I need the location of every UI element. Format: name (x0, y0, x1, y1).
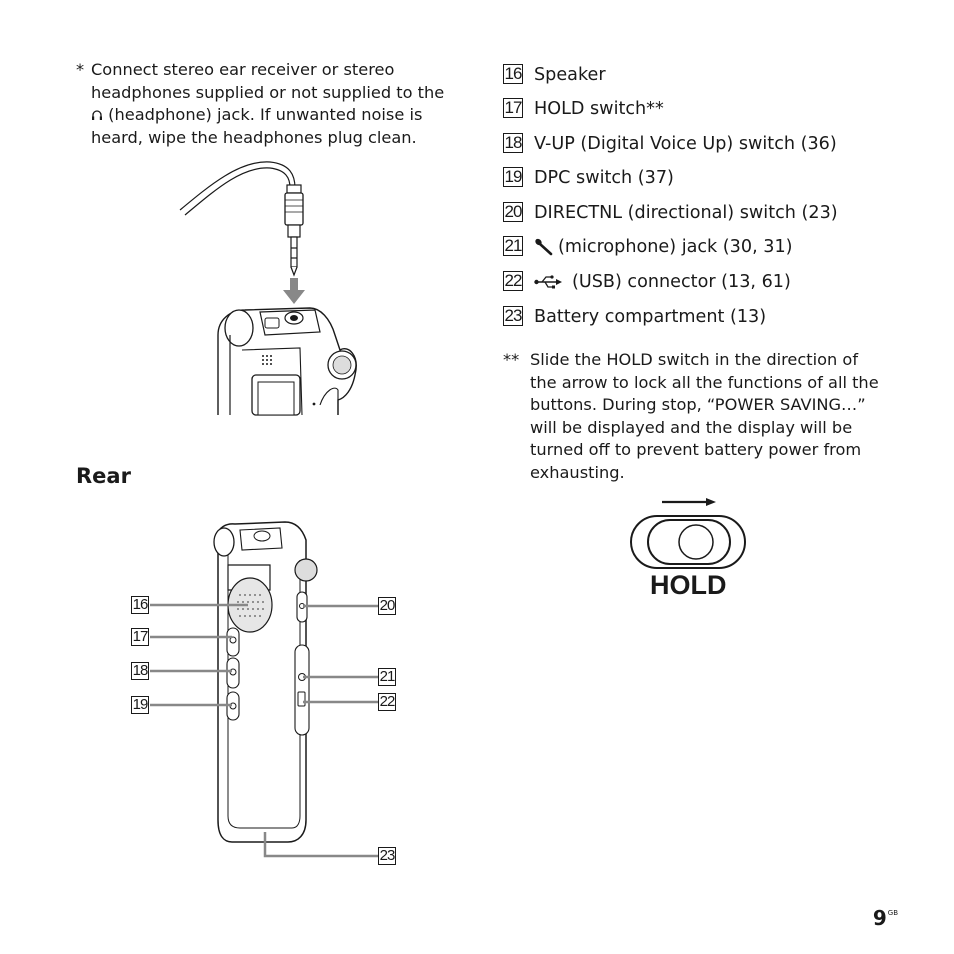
callout-21: 21 (378, 668, 396, 686)
item-number: 18 (503, 133, 523, 153)
footnote-marker: * (76, 60, 85, 79)
item-label: Battery compartment (13) (534, 307, 767, 327)
item-number: 21 (503, 236, 523, 256)
item-number: 22 (503, 271, 523, 291)
microphone-icon (535, 238, 553, 256)
item-label: HOLD switch** (534, 99, 664, 119)
page-number-value: 9 (872, 906, 887, 930)
hold-label: HOLD (650, 570, 727, 600)
headphone-plug-illustration (179, 161, 357, 416)
footnote-text-part2: (headphone) jack. If unwanted noise is h… (91, 105, 423, 147)
rear-heading: Rear (76, 464, 131, 488)
item-label: (microphone) jack (30, 31) (558, 237, 793, 257)
item-number: 23 (503, 306, 523, 326)
item-label: DIRECTNL (directional) switch (23) (534, 203, 838, 223)
item-label: Speaker (534, 65, 606, 85)
footnote-text-part1: Connect stereo ear receiver or stereo he… (91, 60, 445, 102)
hold-switch-diagram (630, 498, 746, 569)
callout-17: 17 (131, 628, 149, 646)
footnote-text: Slide the HOLD switch in the direction o… (530, 350, 879, 482)
footnote-marker: ** (503, 350, 520, 369)
callout-20: 20 (378, 597, 396, 615)
item-number: 20 (503, 202, 523, 222)
item-number: 16 (503, 64, 523, 84)
page-suffix: GB (887, 909, 898, 917)
callout-16: 16 (131, 596, 149, 614)
callout-19: 19 (131, 696, 149, 714)
item-label: V-UP (Digital Voice Up) switch (36) (534, 134, 837, 154)
callout-22: 22 (378, 693, 396, 711)
headphone-icon (92, 110, 102, 121)
item-number: 17 (503, 98, 523, 118)
recorder-rear-illustration (150, 521, 378, 858)
item-label: (USB) connector (13, 61) (572, 272, 791, 292)
item-label: DPC switch (37) (534, 168, 674, 188)
headphone-footnote: * Connect stereo ear receiver or stereo … (76, 59, 456, 149)
callout-23: 23 (378, 847, 396, 865)
page-number: 9GB (873, 906, 898, 930)
item-number: 19 (503, 167, 523, 187)
usb-icon (534, 275, 562, 289)
callout-18: 18 (131, 662, 149, 680)
hold-footnote: ** Slide the HOLD switch in the directio… (503, 349, 888, 485)
